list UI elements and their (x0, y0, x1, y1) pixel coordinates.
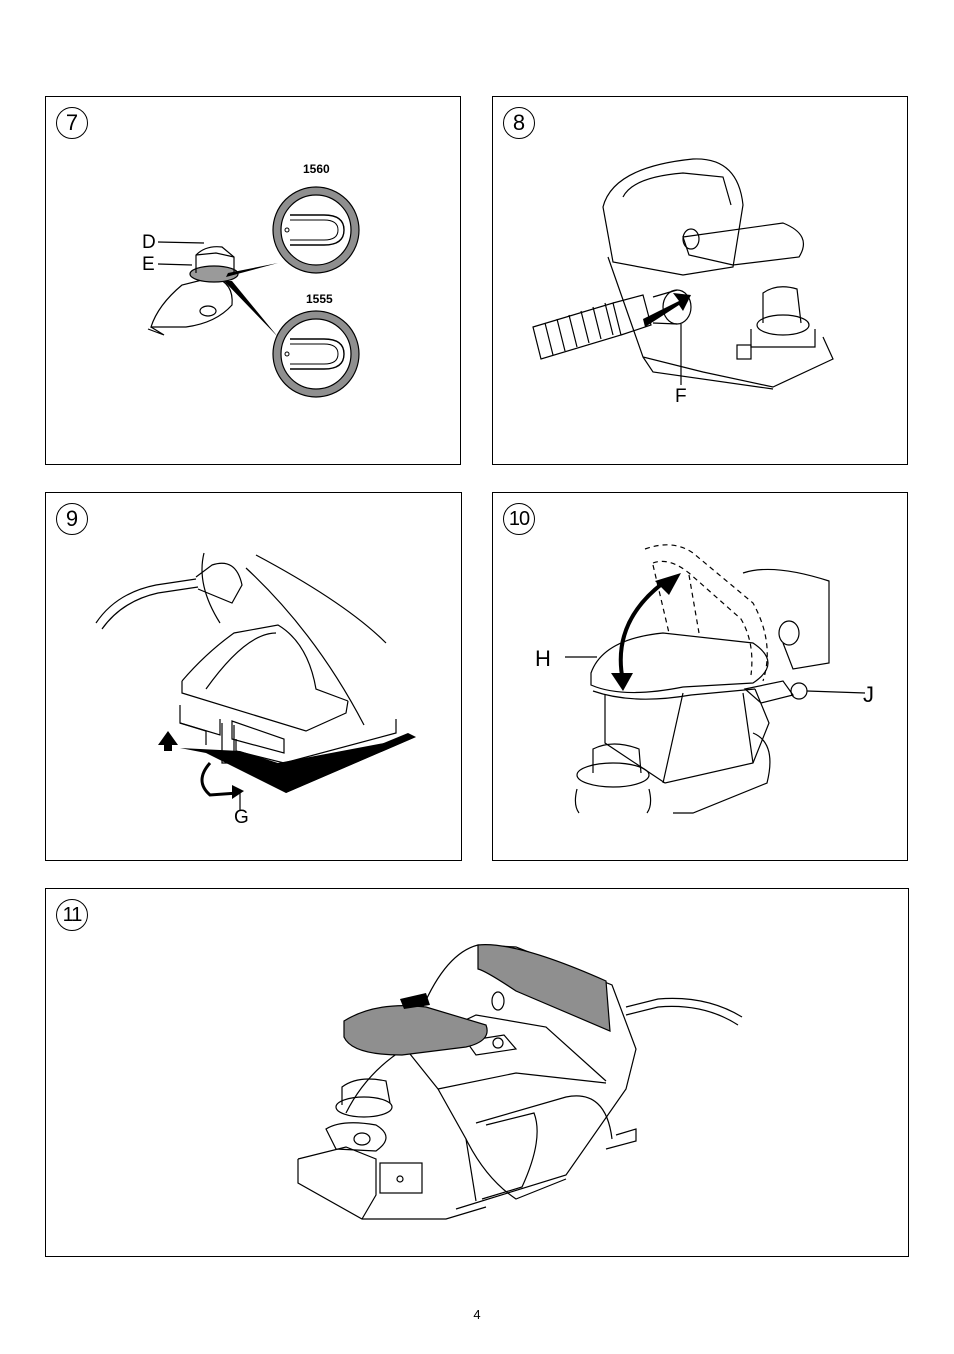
label-e: E (142, 255, 155, 274)
page-number: 4 (0, 1307, 954, 1322)
planer-overview-illustration (46, 889, 909, 1257)
label-g: G (234, 808, 249, 827)
model-label-1555: 1555 (306, 292, 333, 306)
dust-extraction-illustration (493, 97, 908, 465)
label-d: D (142, 233, 156, 252)
depth-knob-illustration (46, 97, 461, 465)
figure-7-panel: 7 (45, 96, 461, 465)
label-j: J (863, 685, 874, 704)
label-f: F (675, 387, 687, 406)
label-h: H (535, 649, 551, 668)
figure-10-panel: 10 (492, 492, 908, 861)
front-handle-illustration (493, 493, 908, 861)
figure-9-panel: 9 G (45, 492, 462, 861)
model-label-1560: 1560 (303, 162, 330, 176)
figure-8-panel: 8 F (492, 96, 908, 465)
rebate-depth-illustration (46, 493, 462, 861)
figure-11-panel: 11 (45, 888, 909, 1257)
